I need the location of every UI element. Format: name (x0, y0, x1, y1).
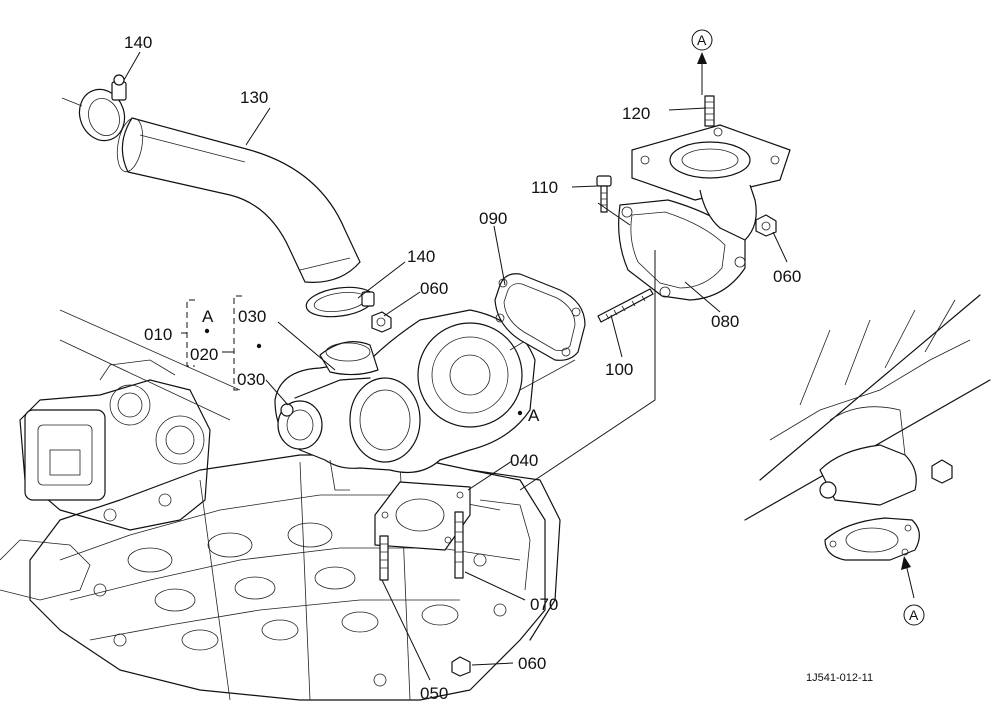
ref-group-a: A (202, 307, 214, 326)
ref-arrow-bottom: A (909, 607, 919, 623)
inset-exhaust-manifold (744, 294, 991, 561)
label-part-060-mid: 060 (420, 279, 448, 298)
label-part-130: 130 (240, 88, 268, 107)
leader-lines (123, 51, 788, 681)
gasket-040 (374, 481, 471, 551)
drawing-code: 1J541-012-11 (806, 672, 873, 684)
ref-arrow-top: A (697, 32, 707, 48)
label-part-120: 120 (622, 104, 650, 123)
engine-block (29, 454, 561, 701)
exhaust-elbow-080 (618, 199, 746, 301)
intake-hose-130 (116, 117, 361, 283)
label-part-140-top: 140 (124, 33, 152, 52)
label-part-080: 080 (711, 312, 739, 331)
label-part-070: 070 (530, 595, 558, 614)
label-part-030-top: 030 (238, 307, 266, 326)
turbocharger (274, 309, 581, 491)
nut-060-bottom (451, 656, 471, 677)
arrow-to-ref-bottom (901, 556, 925, 626)
label-part-040: 040 (510, 451, 538, 470)
hose-clamp-140-mid (305, 286, 375, 318)
label-part-050: 050 (420, 684, 448, 703)
arrow-to-ref-top (691, 29, 713, 95)
label-part-090: 090 (479, 209, 507, 228)
manifold-assembly (0, 309, 241, 601)
stud-100 (597, 288, 654, 323)
ref-turbo-a: A (528, 406, 540, 425)
nut-060-mid (371, 311, 392, 333)
label-part-010: 010 (144, 325, 172, 344)
turbo-dot (517, 410, 523, 416)
hose-clamp-140-top (61, 74, 127, 142)
label-part-020: 020 (190, 345, 218, 364)
gasket-090 (494, 273, 586, 361)
label-part-060-right: 060 (773, 267, 801, 286)
nut-060-right (755, 214, 777, 237)
stud-070 (454, 511, 464, 579)
exhaust-flange-120 (631, 95, 791, 241)
group-dot-1 (204, 328, 210, 334)
group-brackets (181, 295, 523, 416)
stud-050 (379, 535, 389, 581)
label-part-030-bottom: 030 (237, 370, 265, 389)
label-part-140-mid: 140 (407, 247, 435, 266)
label-part-060-bottom: 060 (518, 654, 546, 673)
group-dot-2 (256, 343, 262, 349)
label-part-100: 100 (605, 360, 633, 379)
label-part-110: 110 (531, 178, 558, 197)
